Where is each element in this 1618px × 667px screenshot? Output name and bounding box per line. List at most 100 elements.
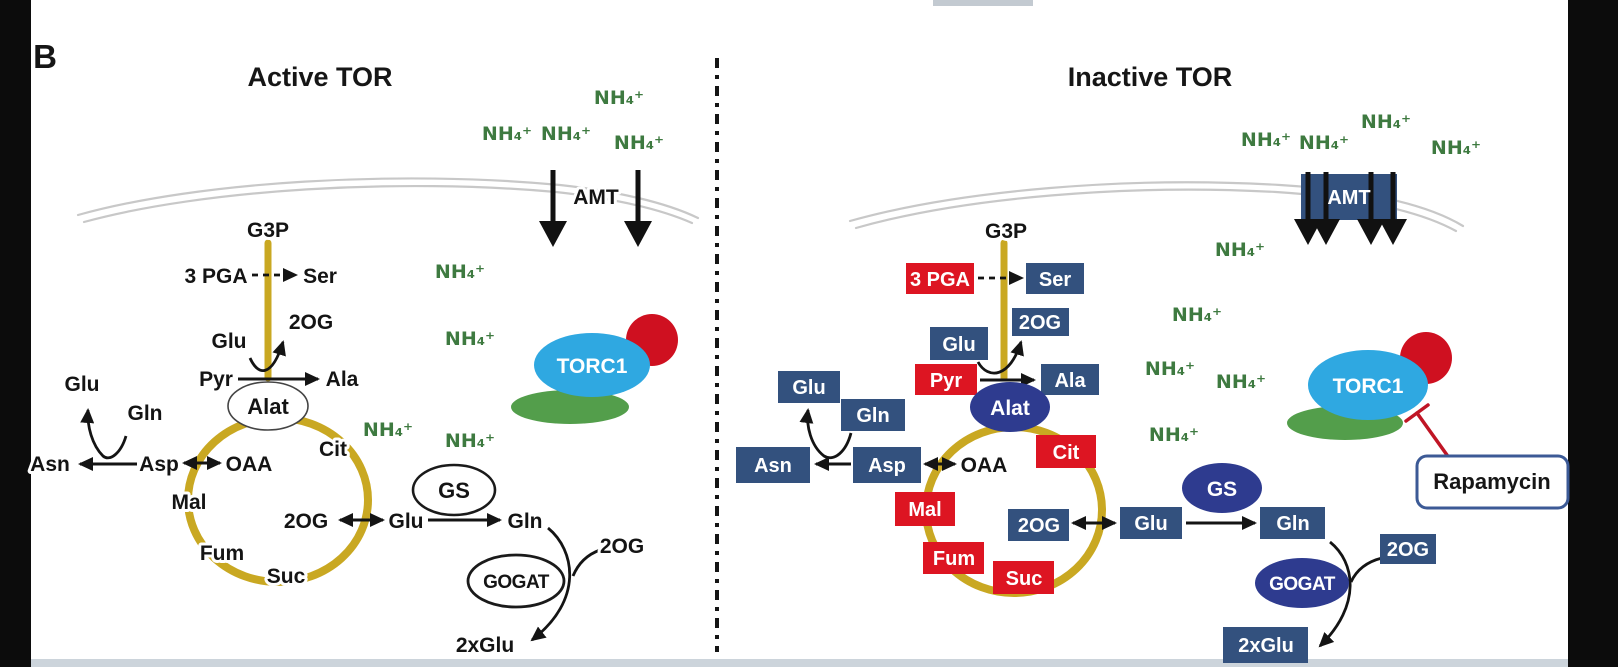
suc-label: Suc <box>267 565 306 588</box>
asp-label: Asp <box>868 455 906 477</box>
ala-label: Ala <box>1054 370 1086 392</box>
glu-label: Glu <box>65 373 100 396</box>
fum-box <box>923 542 984 574</box>
oaa-label: OAA <box>961 454 1008 477</box>
right-aspartate-branch: Asp Asn Glu Gln <box>736 371 957 483</box>
top-edge-artifact <box>933 0 1033 6</box>
pyr-label: Pyr <box>199 368 233 391</box>
cit-label: Cit <box>1053 442 1080 464</box>
ala-label: Ala <box>326 368 359 391</box>
2xglu-box <box>1223 627 1308 663</box>
left-amt-transporter: AMT <box>539 170 652 247</box>
left-central-metabolism: G3P 3 PGA Ser 2OG Glu Pyr Ala Alat Cit M… <box>168 216 372 591</box>
2og-box <box>1008 509 1069 541</box>
oaa-label: OAA <box>226 453 273 476</box>
right-membrane <box>848 181 1465 233</box>
right-alat-enzyme-ellipse <box>970 382 1050 432</box>
right-torc1-complex: TORC1 Rapamycin <box>1287 332 1570 510</box>
right-gln-to-glu-curved-arrow <box>799 408 853 460</box>
g3p-label: G3P <box>247 219 289 242</box>
nh4-label: NH₄⁺ <box>445 328 495 350</box>
torc1-label: TORC1 <box>1333 375 1404 398</box>
gln-label: Gln <box>856 405 889 427</box>
glu-box <box>1120 507 1182 539</box>
left-intracellular-ammonium: NH₄⁺ NH₄⁺ NH₄⁺ NH₄⁺ <box>363 261 495 452</box>
left-torc1-complex: TORC1 <box>511 314 678 424</box>
glu-label: Glu <box>389 510 424 533</box>
nh4-label: NH₄⁺ <box>445 430 495 452</box>
left-gogat-enzyme-ellipse <box>466 553 566 609</box>
nh4-label: NH₄⁺ <box>594 87 644 109</box>
2og-box <box>1012 308 1069 336</box>
gs-label: GS <box>1207 478 1237 501</box>
suc-box <box>993 561 1054 594</box>
right-panel-title: Inactive TOR <box>1068 62 1233 92</box>
asn-box <box>736 447 810 483</box>
nh4-label: NH₄⁺ <box>435 261 485 283</box>
glu-label: Glu <box>942 334 975 356</box>
ser-label: Ser <box>303 265 337 288</box>
left-extracellular-ammonium: NH₄⁺ NH₄⁺ NH₄⁺ NH₄⁺ <box>482 87 664 154</box>
right-gs-gogat-cycle: Glu GS Gln 2OG GOGAT 2xGlu <box>1071 463 1436 663</box>
gln-box <box>1260 507 1325 539</box>
nh4-label: NH₄⁺ <box>1172 304 1222 326</box>
3pga-label: 3 PGA <box>184 265 247 288</box>
2xglu-label: 2xGlu <box>456 634 514 657</box>
left-aspartate-branch: Asp Asn Glu Gln <box>27 370 222 479</box>
asp-box <box>853 447 921 483</box>
left-alat-enzyme-ellipse <box>227 381 309 431</box>
nh4-label: NH₄⁺ <box>1216 371 1266 393</box>
mal-label: Mal <box>908 499 941 521</box>
3pga-box <box>906 263 974 294</box>
ser-box <box>1026 263 1084 294</box>
amt-box <box>1301 174 1397 220</box>
rapamycin-box <box>1415 454 1570 510</box>
rapamycin-inhibition-line <box>1415 411 1454 464</box>
glu-label: Glu <box>1134 513 1167 535</box>
pyr-box <box>915 364 977 395</box>
gln-label: Gln <box>508 510 543 533</box>
2og-label: 2OG <box>1387 539 1429 561</box>
nh4-label: NH₄⁺ <box>1149 424 1199 446</box>
right-2og-joining-line <box>1349 556 1383 583</box>
2xglu-label: 2xGlu <box>1238 635 1294 657</box>
left-panel-title: Active TOR <box>247 62 392 92</box>
left-2og-joining-line <box>571 548 601 577</box>
torc1-body <box>1308 350 1428 420</box>
nh4-label: NH₄⁺ <box>1431 137 1481 159</box>
cit-box <box>1036 435 1096 468</box>
bottom-strip <box>31 659 1568 667</box>
right-extracellular-ammonium: NH₄⁺ NH₄⁺ NH₄⁺ NH₄⁺ <box>1241 111 1481 159</box>
left-gs-gogat-cycle: 2OG Glu GS Gln 2OG GOGAT 2xGlu <box>281 463 647 660</box>
left-gln-to-2xglu-curved-arrow <box>530 526 572 642</box>
right-gogat-enzyme-ellipse <box>1255 558 1349 608</box>
glu-label: Glu <box>212 330 247 353</box>
torc1-green-subunit <box>511 390 629 424</box>
nh4-label: NH₄⁺ <box>482 123 532 145</box>
3pga-label: 3 PGA <box>910 269 970 291</box>
right-glu-to-2og-curved-arrow <box>976 340 1024 375</box>
mal-label: Mal <box>171 491 206 514</box>
alat-label: Alat <box>990 397 1030 420</box>
right-black-bar <box>1568 0 1618 667</box>
right-membrane-inner-line <box>854 188 1458 233</box>
right-membrane-outer-line <box>848 181 1465 228</box>
2og-label: 2OG <box>289 311 333 334</box>
right-gln-to-2xglu-curved-arrow <box>1318 540 1352 648</box>
nh4-label: NH₄⁺ <box>541 123 591 145</box>
figure-label: B <box>33 38 57 75</box>
ala-box <box>1041 364 1099 395</box>
amt-label: AMT <box>573 186 619 209</box>
left-panel-active-tor: B Active TOR NH₄⁺ NH₄⁺ NH₄⁺ NH₄⁺ AMT NH₄… <box>27 38 700 660</box>
left-gs-enzyme-ellipse <box>411 463 497 517</box>
gs-label: GS <box>438 478 470 503</box>
cit-label: Cit <box>319 438 347 461</box>
alat-label: Alat <box>247 394 289 419</box>
nh4-label: NH₄⁺ <box>1361 111 1411 133</box>
torc1-body <box>534 333 650 397</box>
right-central-metabolism: G3P 3 PGA Ser 2OG Glu Pyr Ala Alat Cit M… <box>895 217 1106 597</box>
gln-label: Gln <box>128 402 163 425</box>
fum-label: Fum <box>200 542 244 565</box>
glu-label: Glu <box>792 377 825 399</box>
